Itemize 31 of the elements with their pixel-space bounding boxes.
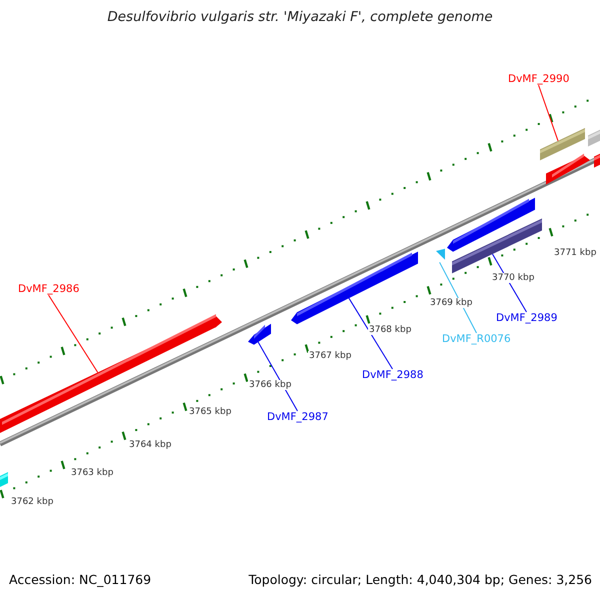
footer-note: Topology: circular; Length: 4,040,304 bp; Genes: 3,256 (248, 573, 592, 588)
gene-arrow-bar (291, 252, 418, 324)
scale-label: 3768 kbp (368, 325, 412, 336)
scale-label: 3765 kbp (188, 407, 232, 418)
gene-label: DvMF_2988 (362, 369, 424, 382)
scale-label: 3770 kbp (491, 273, 536, 284)
scale-label: 3764 kbp (128, 440, 172, 450)
leader-line (48, 294, 98, 373)
gene-arrow-bar (546, 154, 590, 185)
gene-arrow-bar (248, 324, 271, 345)
leader-line (256, 340, 298, 412)
gene-bar (452, 218, 542, 274)
scale-label: 3766 kbp (248, 380, 292, 390)
gene-label: DvMF_R0076 (442, 333, 511, 346)
leader-line (538, 84, 558, 142)
gene-label: DvMF_2986 (18, 283, 80, 296)
scale-label: 3771 kbp (553, 248, 598, 258)
scale-label: 3769 kbp (429, 298, 474, 308)
gene-bar (540, 128, 585, 160)
gene-bar (0, 472, 8, 490)
leader-line (348, 296, 393, 370)
gene-label: DvMF_2990 (508, 73, 570, 86)
leader-line (439, 262, 477, 334)
title: Desulfovibrio vulgaris str. 'Miyazaki F', complete genome (106, 10, 494, 26)
gene-label: DvMF_2989 (496, 312, 558, 324)
scale-label: 3763 kbp (70, 468, 114, 478)
footer-note: Accession: NC_011769 (9, 573, 152, 588)
gene-triangle (436, 248, 445, 260)
scale-label: 3767 kbp (308, 351, 352, 362)
gene-label: DvMF_2987 (267, 411, 328, 424)
scale-label: 3762 kbp (10, 497, 54, 508)
